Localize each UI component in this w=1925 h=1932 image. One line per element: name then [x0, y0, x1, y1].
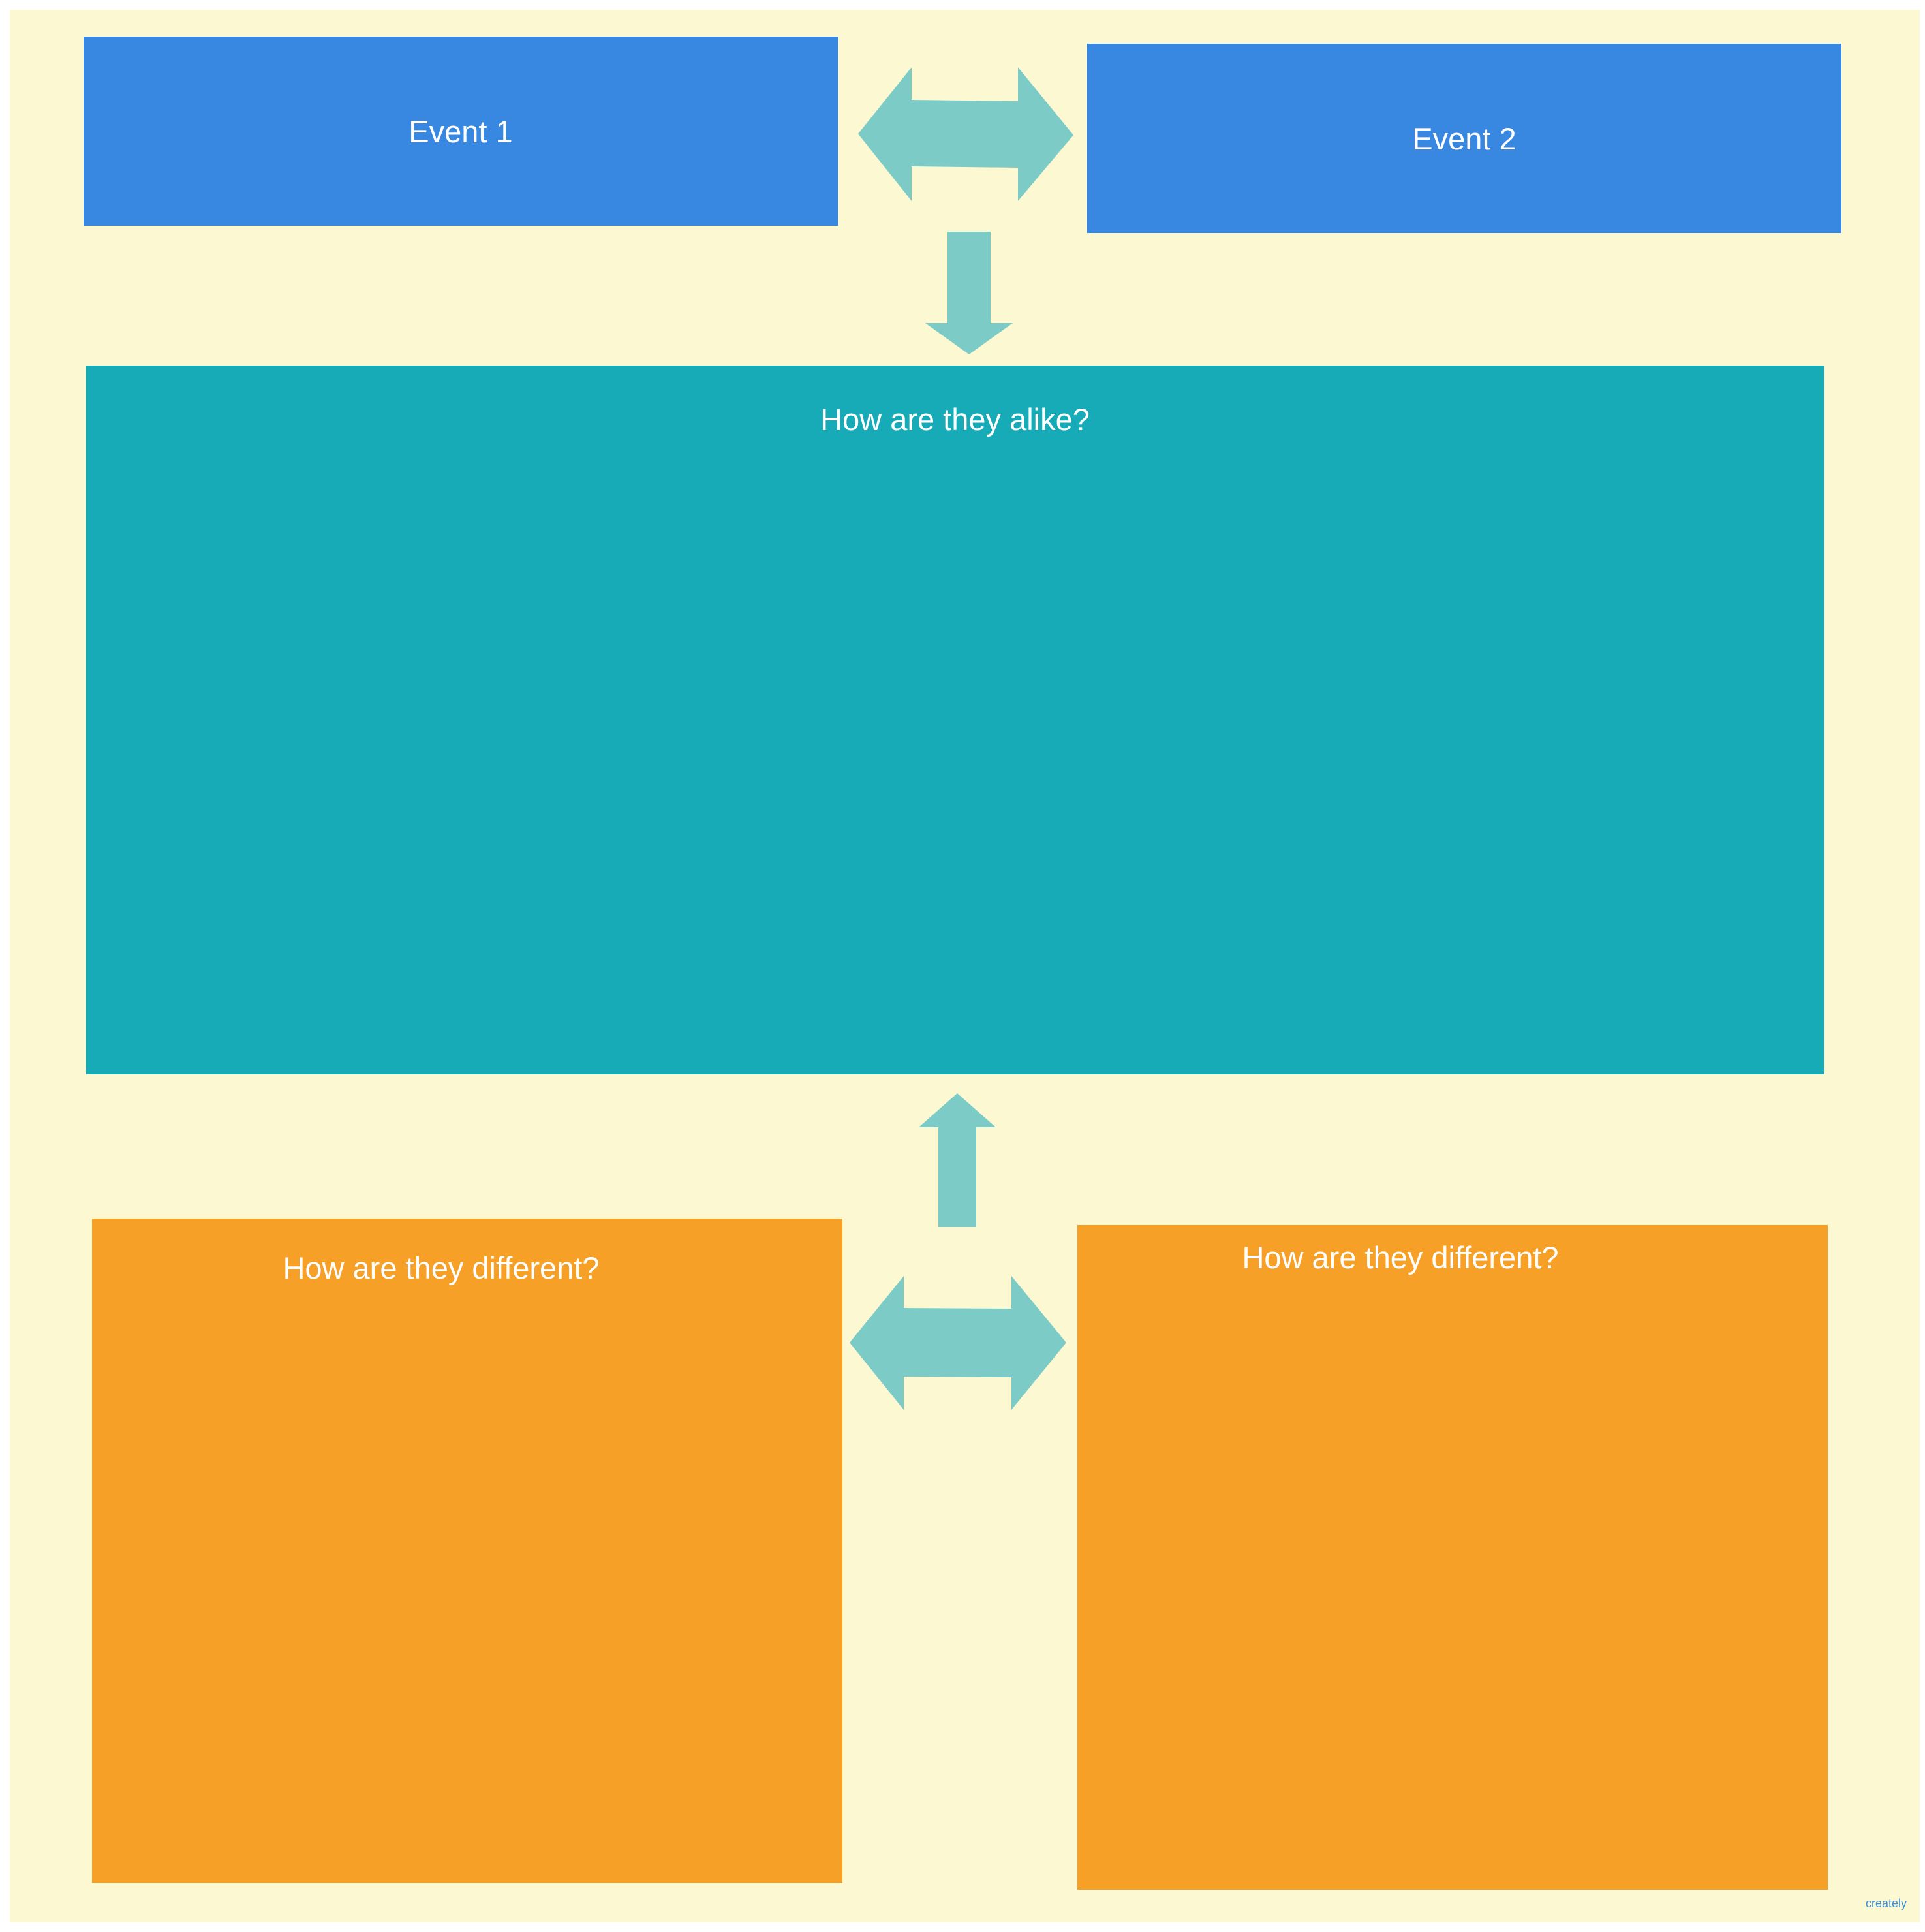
different-left-label: How are they different?	[283, 1251, 600, 1285]
event-1-box[interactable]: Event 1	[84, 37, 838, 226]
alike-label: How are they alike?	[820, 402, 1090, 437]
double-arrow-top-icon	[858, 67, 1073, 201]
alike-box[interactable]: How are they alike?	[86, 366, 1824, 1074]
up-arrow-icon	[919, 1093, 996, 1227]
double-arrow-bottom-icon	[850, 1276, 1066, 1410]
different-right-box[interactable]: How are they different?	[1077, 1225, 1828, 1890]
down-arrow-icon	[925, 232, 1013, 354]
diagram-canvas: Event 1 Event 2 How are they alike? How …	[10, 10, 1920, 1922]
different-left-box[interactable]: How are they different?	[92, 1219, 842, 1883]
event-1-label: Event 1	[408, 114, 513, 149]
creately-logo: creately	[1865, 1897, 1907, 1910]
event-2-label: Event 2	[1412, 121, 1517, 156]
different-right-label: How are they different?	[1242, 1240, 1559, 1275]
event-2-box[interactable]: Event 2	[1087, 44, 1841, 233]
